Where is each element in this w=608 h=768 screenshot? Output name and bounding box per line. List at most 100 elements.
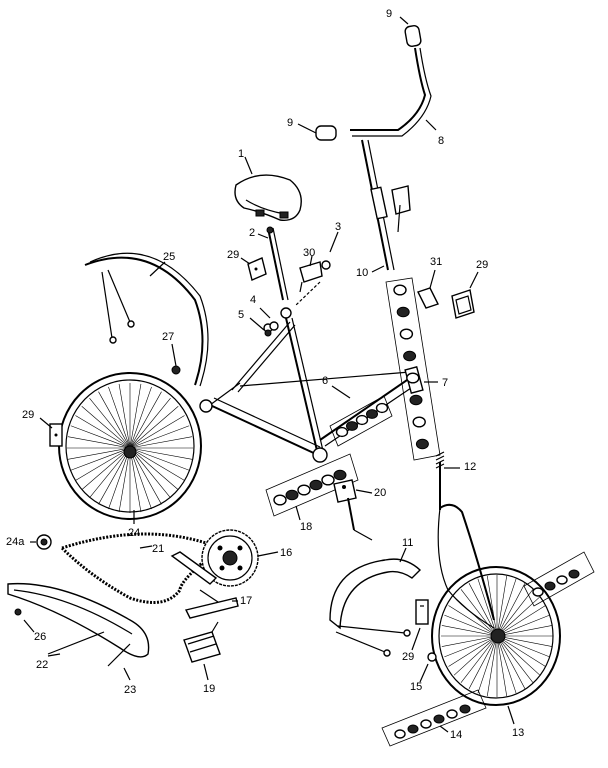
bearing-ring (393, 284, 407, 296)
front-reflector (451, 289, 475, 319)
wheel-spoke (496, 614, 550, 637)
bearing-ring (366, 409, 378, 419)
callout-27: 27 (162, 331, 174, 343)
wheel-spoke (129, 405, 179, 449)
wheel-spoke (496, 635, 553, 647)
wheel-spoke (453, 635, 498, 676)
bearing-ring (396, 306, 410, 318)
bearing-ring (415, 438, 429, 450)
wheel-spoke (496, 635, 534, 683)
chainring (201, 529, 259, 587)
wheel-spoke (496, 583, 526, 637)
callout-9-top: 9 (386, 8, 392, 20)
rear-wheel (58, 372, 202, 520)
bolt-26 (14, 608, 22, 616)
bearing-ring (355, 414, 369, 426)
bearing-ring (346, 421, 358, 431)
wheel-spoke (129, 447, 171, 498)
wheel-spoke (441, 635, 498, 647)
wheel-spoke (477, 635, 498, 694)
bearing-ring (375, 402, 389, 414)
bearing-ring (568, 569, 580, 579)
wheel-spoke (496, 635, 508, 697)
wheel-spoke (75, 415, 131, 449)
bearing-ring (412, 416, 426, 428)
wheel-spoke (496, 575, 508, 637)
wheel-spoke (441, 625, 498, 637)
wheel-spoke (129, 391, 162, 449)
callout-24a: 24a (6, 536, 25, 548)
callout-25: 25 (163, 251, 175, 263)
wheel-spoke (460, 635, 498, 683)
wheel-spoke (129, 436, 193, 449)
front-reflector-bracket (417, 287, 439, 309)
bolt-27 (171, 365, 181, 375)
bearing-ring (532, 587, 544, 597)
bearing-ring (394, 729, 406, 739)
wheel-spoke (129, 447, 142, 513)
callout-29-right: 29 (476, 259, 488, 271)
nut-15 (427, 652, 437, 662)
wheel-spoke (129, 447, 162, 505)
wheel-spoke (496, 635, 550, 658)
bottom-bracket-parts (265, 395, 393, 517)
wheel-spoke (486, 575, 498, 637)
bearing-ring (403, 350, 417, 362)
callout-30: 30 (303, 247, 315, 259)
wheel-spoke (129, 447, 190, 471)
wheel-spoke (129, 447, 179, 491)
callout-11: 11 (402, 537, 413, 549)
callout-21: 21 (152, 543, 164, 555)
wheel-spoke (129, 447, 152, 510)
wheel-spoke (108, 386, 131, 449)
wheel-spoke (118, 383, 131, 449)
wheel-spoke (81, 447, 131, 491)
wheel-spoke (444, 635, 498, 658)
chain (59, 532, 223, 604)
callout-24: 24 (128, 527, 140, 539)
leader-lines (23, 16, 515, 733)
wheel-spoke (496, 605, 546, 637)
kickstand (333, 479, 373, 541)
seat-clamp (295, 260, 331, 306)
bearing-ring (399, 328, 414, 340)
callout-7: 7 (442, 377, 448, 389)
wheel-spoke (444, 614, 498, 637)
callout-16: 16 (280, 547, 292, 559)
callout-10: 10 (356, 267, 368, 279)
saddle (234, 174, 302, 221)
handlebar (315, 25, 432, 141)
bearing-ring (406, 372, 420, 384)
callout-4: 4 (250, 294, 256, 306)
wheel-spoke (496, 589, 534, 637)
callout-17: 17 (240, 595, 252, 607)
wheel-spoke (129, 447, 185, 481)
callout-labels: 9 9 8 1 2 3 29 30 25 4 5 27 10 31 29 6 7… (6, 8, 524, 741)
handlebar-stem (361, 139, 411, 271)
wheel-spoke (89, 398, 131, 449)
callout-12: 12 (464, 461, 476, 473)
bearing-ring (544, 581, 556, 591)
bearing-ring (409, 394, 423, 406)
front-axle-parts (381, 689, 487, 747)
wheel-spoke (496, 635, 546, 667)
callout-6: 6 (322, 375, 328, 387)
callout-15: 15 (410, 681, 422, 693)
bearing-ring (446, 709, 458, 719)
bearing-ring (309, 479, 323, 491)
bearing-ring (420, 719, 432, 729)
wheel-spoke (129, 447, 193, 460)
bearing-ring (321, 474, 335, 486)
callout-26: 26 (34, 631, 46, 643)
wheel-spoke (486, 635, 498, 697)
callout-19: 19 (203, 683, 215, 695)
callout-9-left: 9 (287, 117, 293, 129)
wheel-spoke (496, 578, 517, 637)
callout-29-fork: 29 (402, 651, 414, 663)
bearing-ring (433, 714, 445, 724)
bicycle-frame (199, 317, 424, 463)
callout-13: 13 (512, 727, 524, 739)
callout-18: 18 (300, 521, 312, 533)
wheel-spoke (496, 635, 517, 694)
